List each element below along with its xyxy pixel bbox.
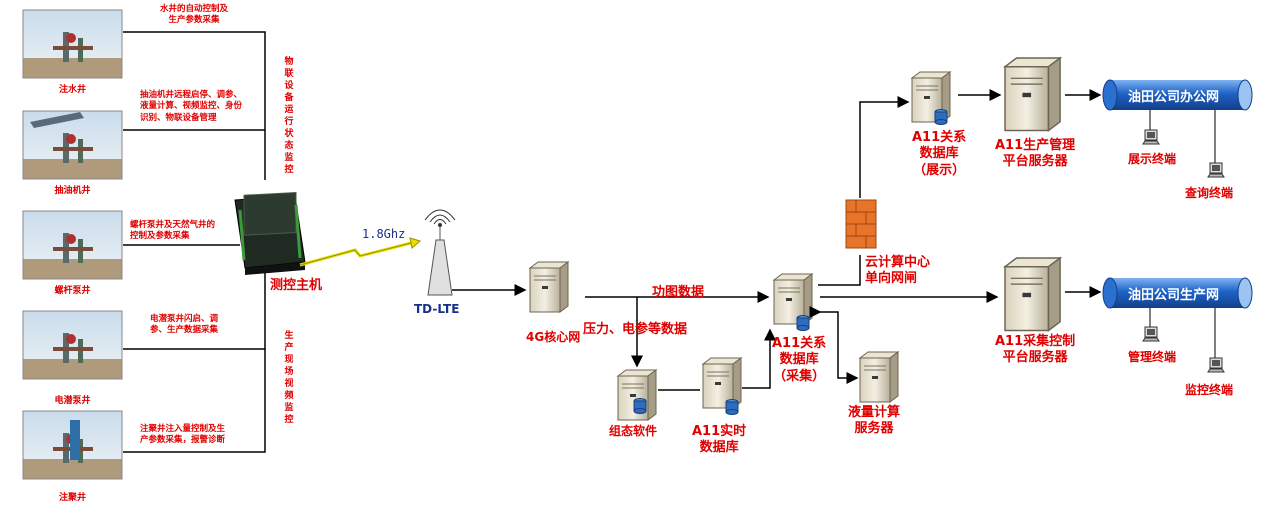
core-network-label: 4G核心网	[526, 330, 581, 344]
monitor-terminal-icon	[1207, 357, 1225, 373]
link-realtime-collectdb	[742, 328, 776, 389]
controller-device	[234, 191, 306, 275]
office-network-pipe	[1102, 79, 1253, 111]
prod-mgmt-server	[1004, 57, 1061, 132]
collect-db-label: A11关系 数据库 （采集）	[772, 336, 827, 384]
realtime-db-server	[702, 357, 742, 415]
well-photo-esp	[22, 310, 123, 380]
collect-db-server	[773, 273, 813, 331]
video-monitor-vertical-label: 生产现场视频监控	[284, 331, 294, 425]
liquid-calc-server	[859, 351, 899, 403]
manage-terminal-icon	[1142, 326, 1160, 342]
config-software-label: 组态软件	[609, 424, 658, 438]
liquid-server-label: 液量计算 服务器	[848, 405, 901, 437]
tdlte-antenna	[424, 209, 456, 296]
query-terminal-icon	[1207, 162, 1225, 178]
display-terminal-label: 展示终端	[1128, 152, 1177, 166]
wireless-link	[299, 237, 422, 267]
well-caption-polymer: 注聚井	[58, 493, 86, 503]
prod-mgmt-server-label: A11生产管理 平台服务器	[995, 138, 1076, 170]
dyno-data-label: 功图数据	[652, 285, 705, 300]
realtime-db-label: A11实时 数据库	[692, 424, 747, 456]
iot-monitor-vertical-label: 物联设备运行状态监控	[284, 57, 294, 175]
link-gateway-displaydb	[859, 96, 910, 198]
well-photo-screw	[22, 210, 123, 280]
display-terminal-icon	[1142, 129, 1160, 145]
well-desc-water: 水井的自动控制及 生产参数采集	[160, 4, 229, 26]
collect-ctrl-server	[1004, 257, 1061, 332]
config-software-server	[617, 369, 657, 421]
well-desc-polymer: 注聚井注入量控制及生 产参数采集，报警诊断	[140, 424, 226, 446]
manage-terminal-label: 管理终端	[1128, 350, 1177, 364]
gateway-label: 云计算中心 单向网闸	[865, 255, 931, 287]
well-caption-screw: 螺杆泵井	[54, 286, 91, 296]
well-caption-esp: 电潜泵井	[54, 396, 91, 406]
well-caption-pump: 抽油机井	[54, 186, 91, 196]
well-photo-water	[22, 9, 123, 79]
production-network-pipe	[1102, 277, 1253, 309]
well-photo-pump	[22, 110, 123, 180]
tdlte-label: TD-LTE	[414, 302, 460, 316]
firewall-icon	[845, 199, 877, 249]
well-desc-screw: 螺杆泵井及天然气井的 控制及参数采集	[130, 220, 216, 242]
controller-label: 测控主机	[270, 278, 323, 293]
frequency-label: 1.8Ghz	[362, 227, 406, 241]
core-server	[529, 261, 569, 313]
display-db-label: A11关系 数据库 （展示）	[912, 130, 967, 178]
well-connectors	[123, 31, 266, 453]
collect-ctrl-server-label: A11采集控制 平台服务器	[995, 334, 1076, 366]
well-caption-water: 注水井	[58, 85, 86, 95]
query-terminal-label: 查询终端	[1185, 186, 1234, 200]
monitor-terminal-label: 监控终端	[1185, 383, 1234, 397]
well-photo-polymer	[22, 410, 123, 480]
terminal-connectors	[1149, 110, 1216, 365]
well-desc-esp: 电潜泵井闪启、调 参、生产数据采集	[150, 314, 219, 336]
office-network-label: 油田公司办公网	[1128, 90, 1220, 105]
link-collectdb-liquid	[809, 306, 859, 384]
link-collectdb-gateway	[818, 255, 861, 286]
display-db-server	[911, 71, 951, 125]
power-data-label: 压力、电参等数据	[583, 322, 688, 337]
production-network-label: 油田公司生产网	[1128, 288, 1220, 303]
well-desc-pump: 抽油机井远程启停、调参、 液量计算、视频监控、身份 识别、物联设备管理	[140, 90, 243, 123]
